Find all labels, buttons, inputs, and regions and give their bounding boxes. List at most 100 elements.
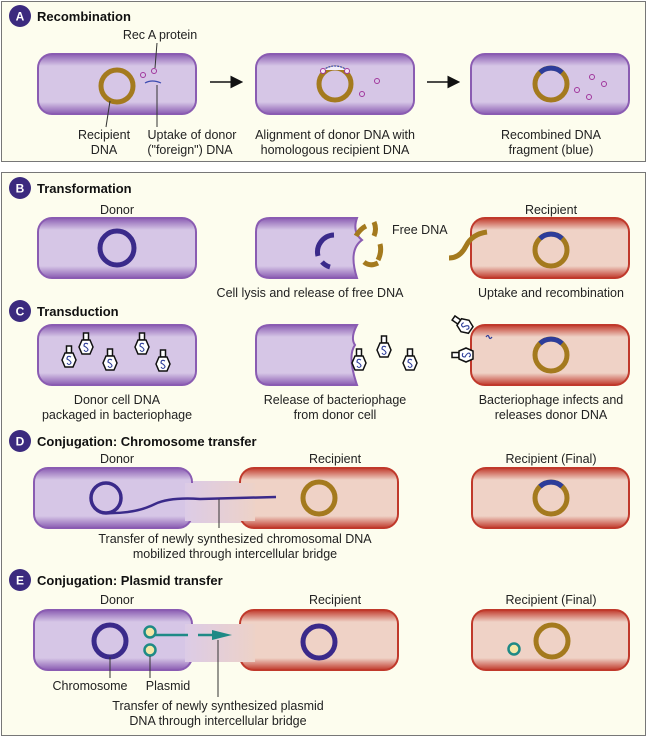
badge-e-letter: E [16,574,24,588]
entering-dna-fragment [448,229,488,261]
free-dna-fragment [371,221,378,237]
bacteriophage-icon [376,335,392,358]
rec-a-protein [151,68,157,74]
recipient-dna-ring [98,67,136,105]
donor-label: Donor [100,452,134,466]
broken-donor-dna [320,260,331,270]
rec-a-label: Rec A protein [123,28,197,42]
badge-b-icon [9,177,31,199]
recipient-label: Recipient [309,593,362,607]
free-dna-fragment [375,243,384,262]
uptake-label: Uptake of donor [148,128,237,142]
rec-a-protein [140,72,146,78]
free-dna-label: Free DNA [392,223,448,237]
rec-a-protein [359,91,365,97]
donor-cell [470,53,630,115]
transfer-arrow-icon [212,630,232,640]
chromosome-label: Chromosome [52,679,127,693]
badge-a-letter: A [16,10,25,24]
section-c: C Transduction Donor cell DNA packaged i… [9,300,630,422]
transfer-label: Transfer of newly synthesized plasmid [112,699,323,713]
section-d-title: Conjugation: Chromosome transfer [37,434,257,449]
leader-line [154,42,158,69]
intercellular-bridge [185,624,255,662]
bacteriophage-icon [134,332,150,355]
recipient-cell [470,217,630,279]
bacteriophage-icon [351,348,367,371]
recombined-fragment [538,231,564,241]
donor-cell [37,324,197,386]
donor-cell [37,53,197,115]
rec-a-protein [589,74,595,80]
donor-dna-label: Donor cell DNA [74,393,161,407]
section-b: B Transformation Donor Free DNA Cell lys… [9,177,630,300]
recipient-dna-ring [533,622,571,660]
section-d: D Conjugation: Chromosome transfer Donor… [9,430,630,561]
badge-b-letter: B [16,182,25,196]
recipient-final-cell [471,609,630,671]
recombined-fragment [538,479,564,489]
recipient-dna-label: Recipient [78,128,131,142]
donor-label: Donor [100,203,134,217]
rec-a-protein [344,68,350,74]
rec-a-protein [320,68,326,74]
lysed-donor-cell [255,217,364,279]
transfer-label: Transfer of newly synthesized chromosoma… [98,532,372,546]
uptake-label: ("foreign") DNA [147,143,233,157]
recipient-final-label: Recipient (Final) [505,452,596,466]
donor-cell [255,53,415,115]
recipient-label: Recipient [525,203,578,217]
alignment-label: homologous recipient DNA [261,143,410,157]
intercellular-bridge [185,483,255,521]
bacteriophage-icon [451,347,474,363]
recipient-label: Recipient [309,452,362,466]
section-a-title: Recombination [37,9,131,24]
recipient-dna-ring [300,479,338,517]
badge-e-icon [9,569,31,591]
donor-cell [37,217,197,279]
section-b-title: Transformation [37,181,132,196]
rec-a-protein [574,87,580,93]
transfer-label: mobilized through intercellular bridge [133,547,337,561]
section-e: E Conjugation: Plasmid transfer Donor Re… [9,569,630,728]
injected-dna [485,334,493,340]
bacteriophage-icon [402,348,418,371]
rec-a-protein [601,81,607,87]
donor-dna-label: packaged in bacteriophage [42,408,192,422]
recombined-label: Recombined DNA [501,128,602,142]
badge-a-icon [9,5,31,27]
bacteriophage-icon [451,314,474,335]
rec-a-protein [586,94,592,100]
bacteriophage-icon [78,332,94,355]
alignment-label: Alignment of donor DNA with [255,128,415,142]
plasmid [143,643,157,657]
badge-d-letter: D [16,435,25,449]
free-dna-fragment [353,223,368,238]
recipient-dna-label: DNA [91,143,118,157]
plasmid-label: Plasmid [146,679,191,693]
leader-line [105,100,111,128]
recipient-cell [239,609,399,671]
lysed-donor-cell [255,324,359,386]
lysis-label: Cell lysis and release of free DNA [217,286,405,300]
release-label: Release of bacteriophage [264,393,407,407]
recipient-final-cell [471,467,630,529]
badge-d-icon [9,430,31,452]
aligned-donor-dna [322,65,348,71]
badge-c-icon [9,300,31,322]
recombined-fragment [538,65,564,75]
plasmid [507,642,521,656]
badge-c-letter: C [16,305,25,319]
donor-label: Donor [100,593,134,607]
recombined-fragment [538,336,564,346]
recipient-cell [470,324,630,386]
release-label: from donor cell [294,408,377,422]
infects-label: releases donor DNA [495,408,608,422]
bacteriophage-icon [102,348,118,371]
rec-a-protein [374,78,380,84]
uptake-recombination-label: Uptake and recombination [478,286,624,300]
recipient-final-label: Recipient (Final) [505,593,596,607]
free-dna-fragment [362,259,380,268]
bacteriophage-icon [155,349,171,372]
